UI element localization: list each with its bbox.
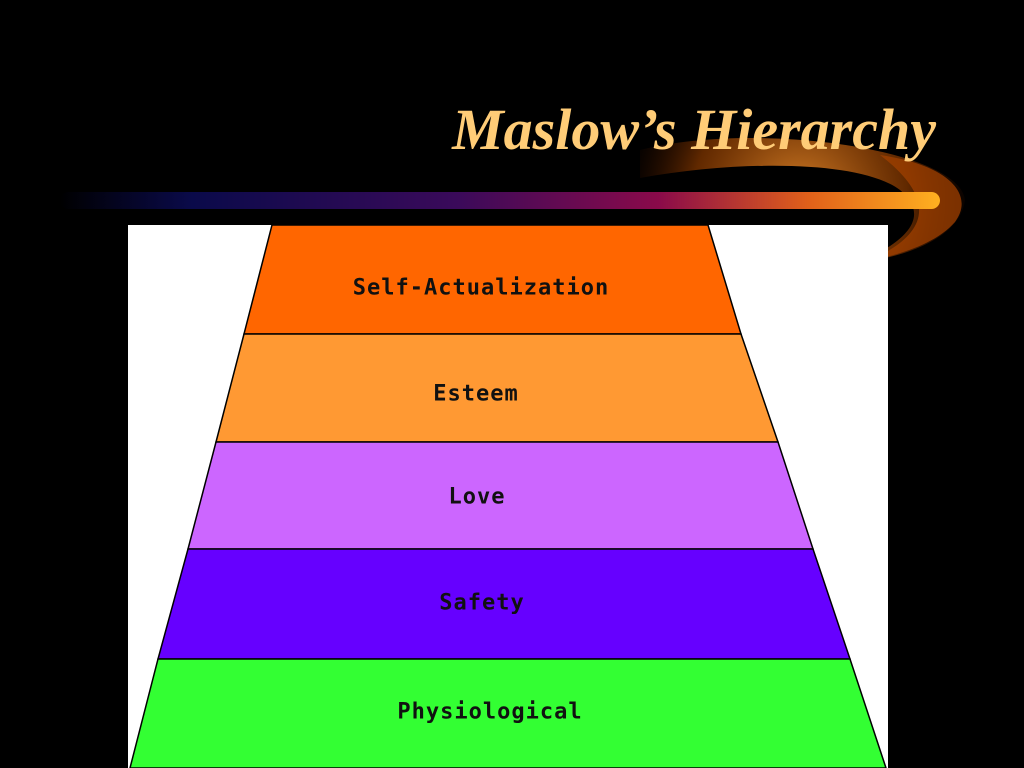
pyramid-diagram: Self-Actualization Esteem Love Safety Ph… [128, 225, 888, 768]
level-label-love: Love [448, 484, 506, 510]
pyramid-level-physiological [129, 658, 887, 768]
slide-title: Maslow’s Hierarchy [452, 97, 936, 162]
level-label-self-actualization: Self-Actualization [352, 275, 610, 301]
level-label-safety: Safety [439, 590, 525, 616]
level-label-esteem: Esteem [433, 381, 519, 407]
level-label-physiological: Physiological [397, 699, 583, 725]
